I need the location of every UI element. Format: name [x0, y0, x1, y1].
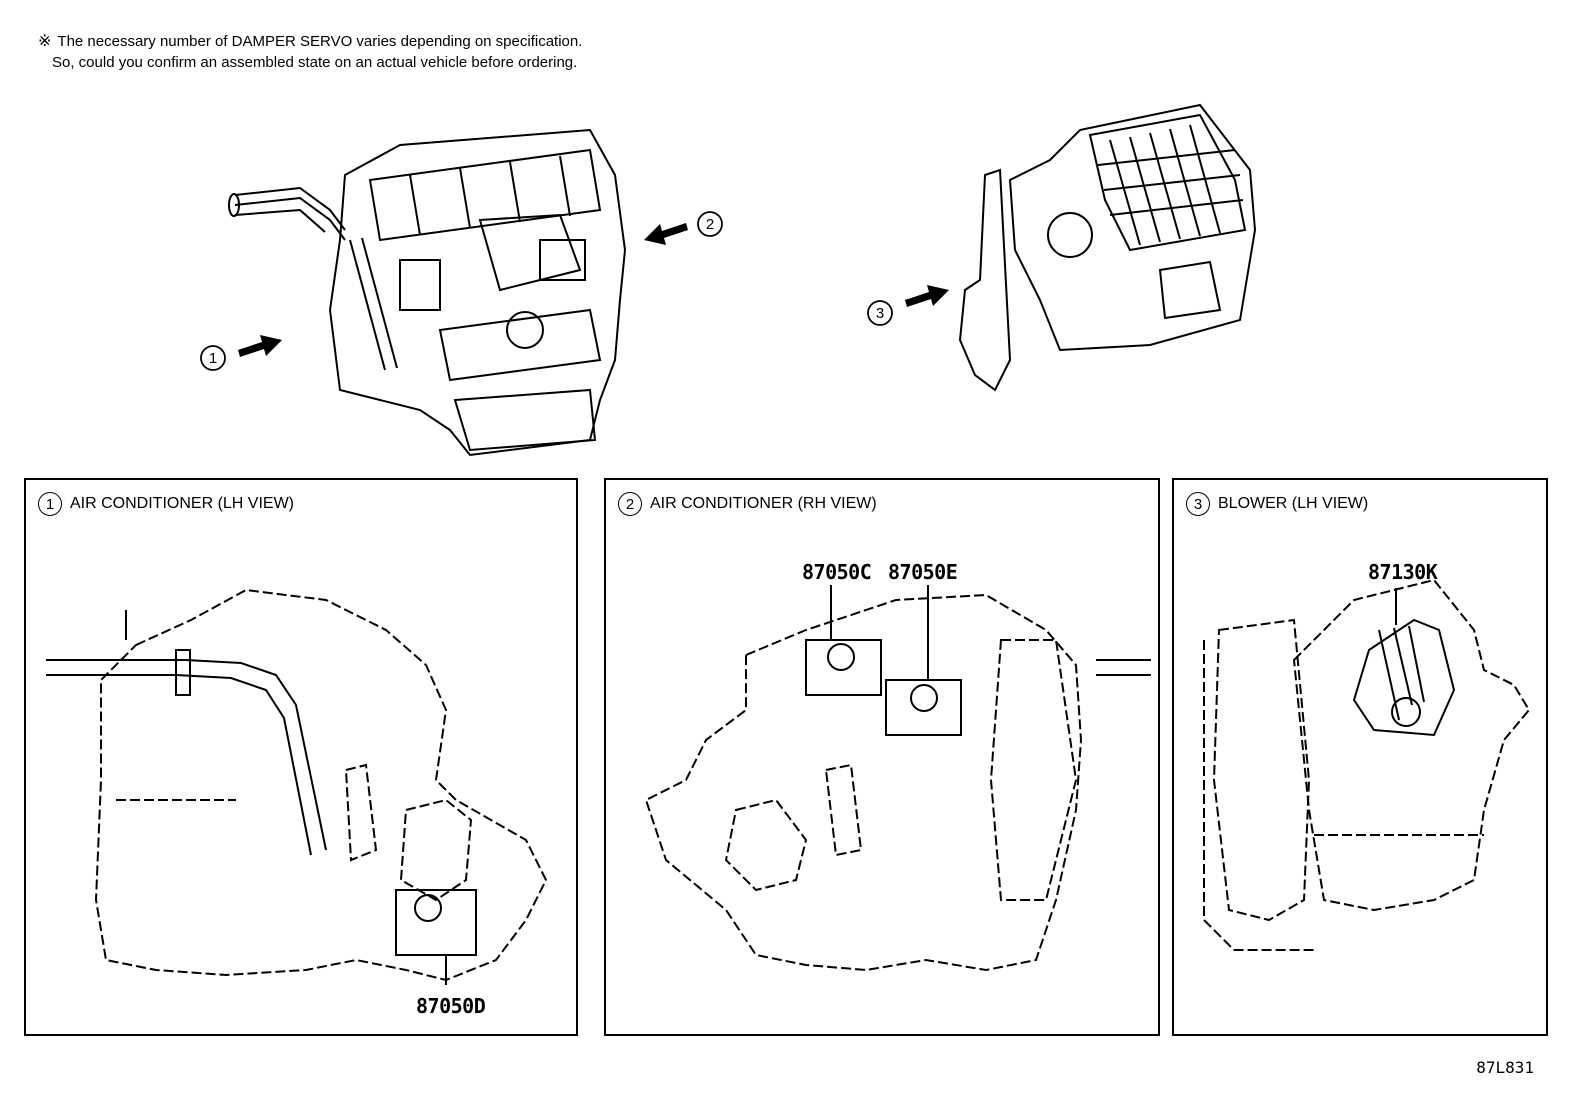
panel-2-title-text: AIR CONDITIONER (RH VIEW) [650, 495, 877, 512]
reference-code: 87L831 [1476, 1058, 1534, 1077]
specification-note: ※ The necessary number of DAMPER SERVO va… [38, 30, 582, 73]
overview-callout-1: 1 [209, 350, 217, 367]
panel-1-title: 1 AIR CONDITIONER (LH VIEW) [38, 492, 294, 516]
part-number-label: 87050C [802, 560, 872, 584]
panel-1-title-text: AIR CONDITIONER (LH VIEW) [70, 495, 295, 512]
note-line-1: The necessary number of DAMPER SERVO var… [57, 33, 583, 50]
blower-unit-drawing [958, 103, 1257, 392]
panel-2-drawing [644, 585, 1151, 972]
panel-3-title: 3 BLOWER (LH VIEW) [1186, 492, 1368, 516]
overview-callout-2: 2 [706, 216, 714, 233]
panel-ac-lh-view: 1 AIR CONDITIONER (LH VIEW) 87050D [24, 478, 578, 1036]
panel-3-title-text: BLOWER (LH VIEW) [1218, 495, 1369, 512]
part-number-label: 87130K [1368, 560, 1438, 584]
panel-blower-lh-view: 3 BLOWER (LH VIEW) 87130K [1172, 478, 1548, 1036]
panel-1-callout: 1 [38, 492, 62, 516]
note-mark: ※ [38, 31, 52, 50]
overview-callout-3: 3 [876, 305, 884, 322]
part-number-label: 87050D [416, 994, 486, 1018]
part-number-label: 87050E [888, 560, 958, 584]
panel-ac-rh-view: 2 AIR CONDITIONER (RH VIEW) 87050C 87050… [604, 478, 1160, 1036]
air-conditioner-unit-drawing [228, 128, 627, 457]
note-line-2: So, could you confirm an assembled state… [52, 54, 578, 71]
panel-3-drawing [1203, 578, 1531, 951]
panel-1-drawing [46, 588, 548, 985]
overview-arrows [238, 223, 949, 357]
panel-2-callout: 2 [618, 492, 642, 516]
panel-2-title: 2 AIR CONDITIONER (RH VIEW) [618, 492, 877, 516]
panel-3-callout: 3 [1186, 492, 1210, 516]
overview-callout-circles [200, 211, 893, 371]
